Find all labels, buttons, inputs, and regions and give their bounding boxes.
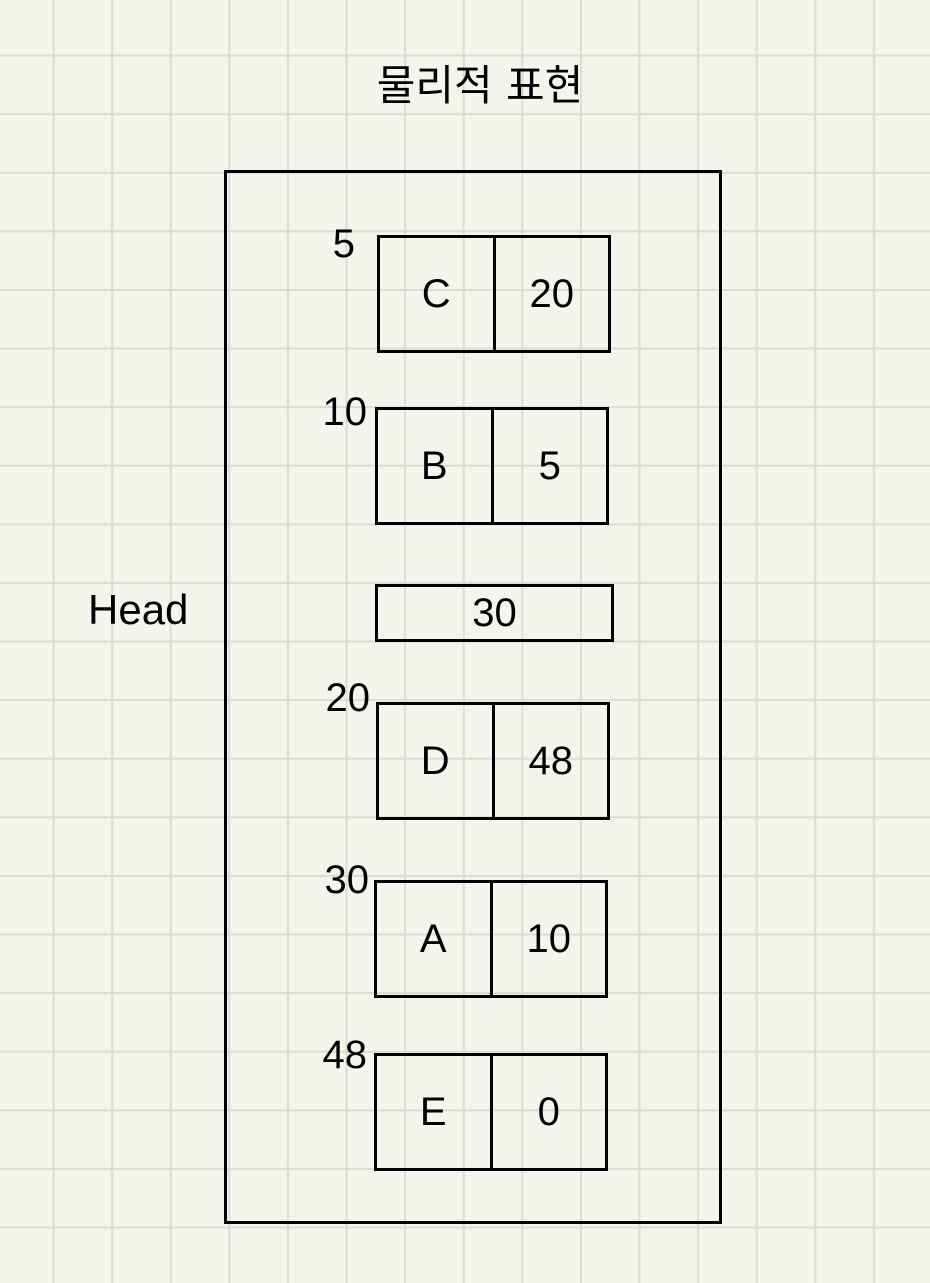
node-next-cell: 48 — [528, 738, 574, 783]
list-node: E 0 — [374, 1053, 608, 1171]
node-address: 48 — [322, 1033, 368, 1077]
node-next-cell: 10 — [526, 916, 572, 961]
node-address: 10 — [322, 390, 368, 434]
node-data-cell: C — [380, 238, 496, 350]
memory-block — [224, 170, 722, 1224]
node-data-cell: D — [379, 705, 495, 817]
list-node: C 20 — [377, 235, 611, 353]
node-data-cell: A — [377, 883, 493, 995]
node-address: 30 — [324, 858, 370, 902]
node-next-cell: 0 — [537, 1089, 560, 1134]
head-pointer-cell: 30 — [375, 584, 614, 642]
diagram-title: 물리적 표현 — [376, 61, 584, 110]
node-data-cell: B — [378, 410, 494, 522]
node-next-cell: 5 — [538, 443, 561, 488]
node-address: 5 — [332, 222, 355, 266]
list-node: A 10 — [374, 880, 608, 998]
node-address: 20 — [325, 676, 371, 720]
head-label: Head — [88, 586, 189, 633]
node-next-cell: 20 — [529, 271, 575, 316]
node-data-cell: E — [377, 1056, 493, 1168]
list-node: D 48 — [376, 702, 610, 820]
list-node: B 5 — [375, 407, 609, 525]
